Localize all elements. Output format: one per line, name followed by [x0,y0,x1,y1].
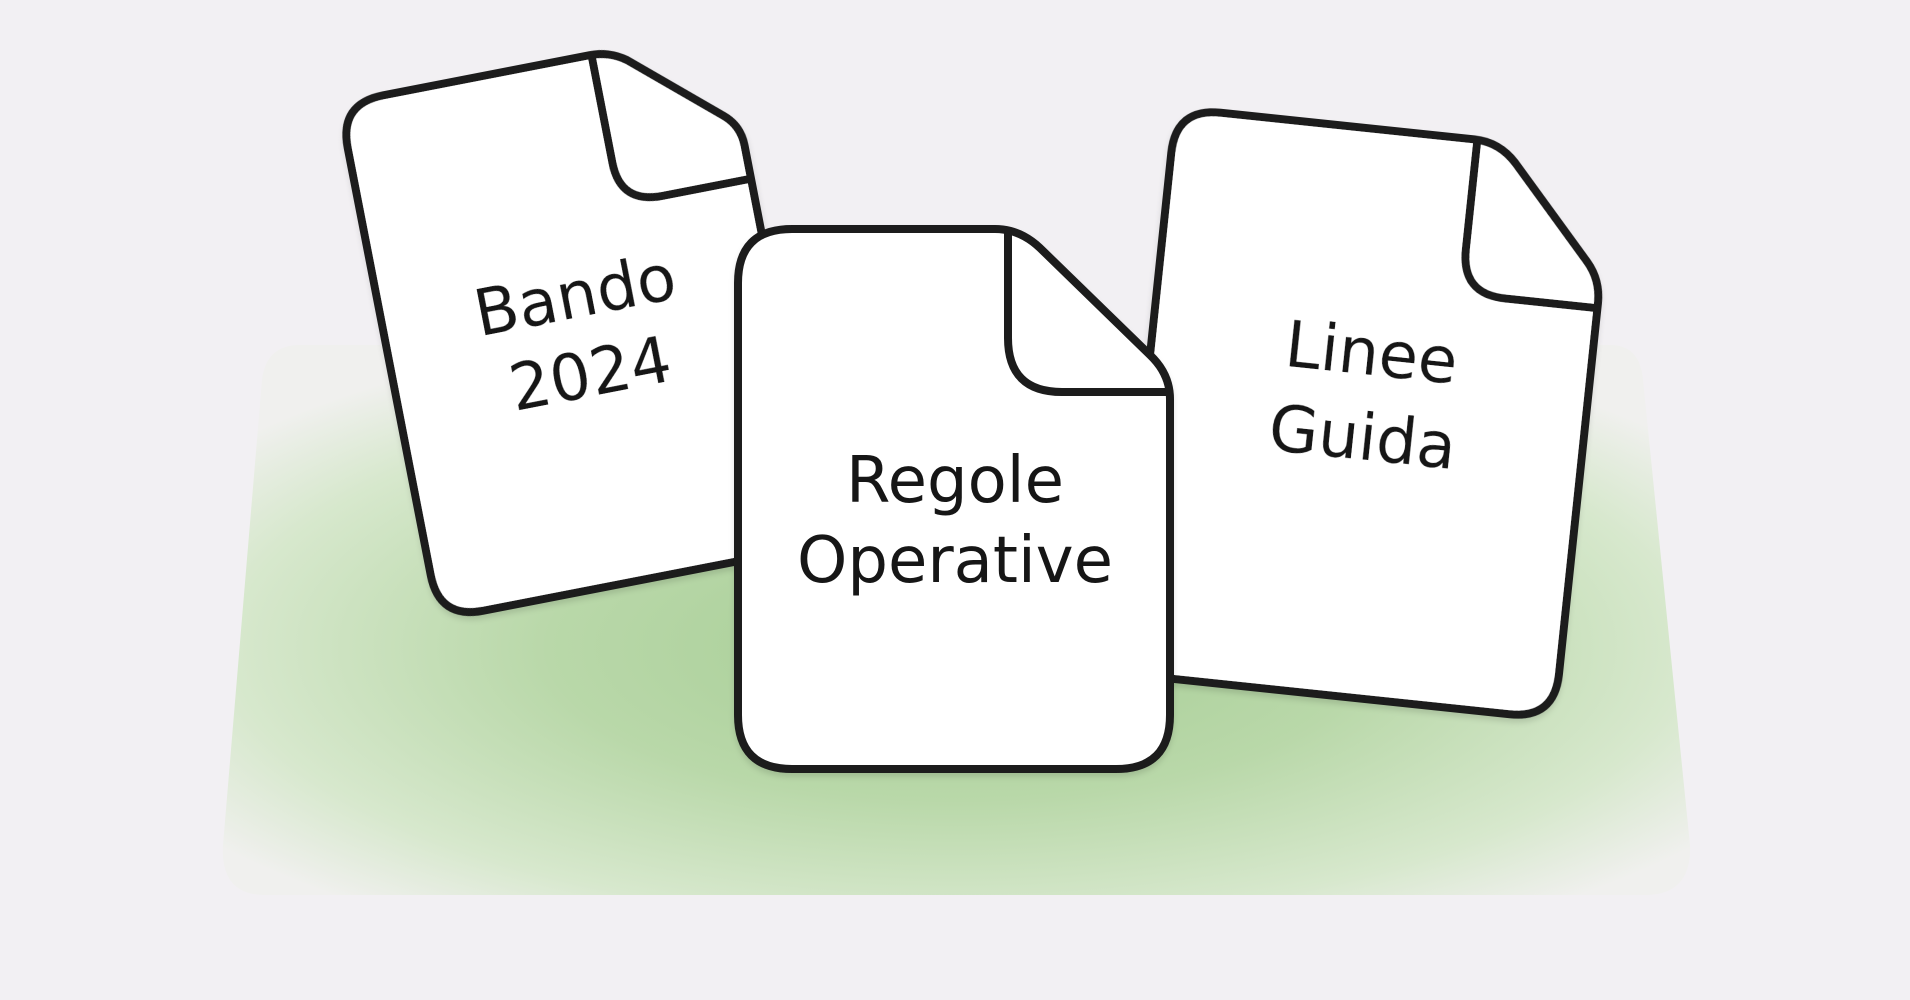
document-icon [734,225,1174,773]
document-bando-2024: Bando 2024 [342,50,819,616]
document-linee-guida: Linee Guida [1116,108,1603,719]
document-title-line1: Regole [846,444,1064,518]
document-regole-operative: Regole Operative [734,225,1174,773]
document-icon [1116,108,1603,719]
document-title-line2: Operative [797,524,1113,598]
document-title-line1: Linee [1282,308,1462,400]
